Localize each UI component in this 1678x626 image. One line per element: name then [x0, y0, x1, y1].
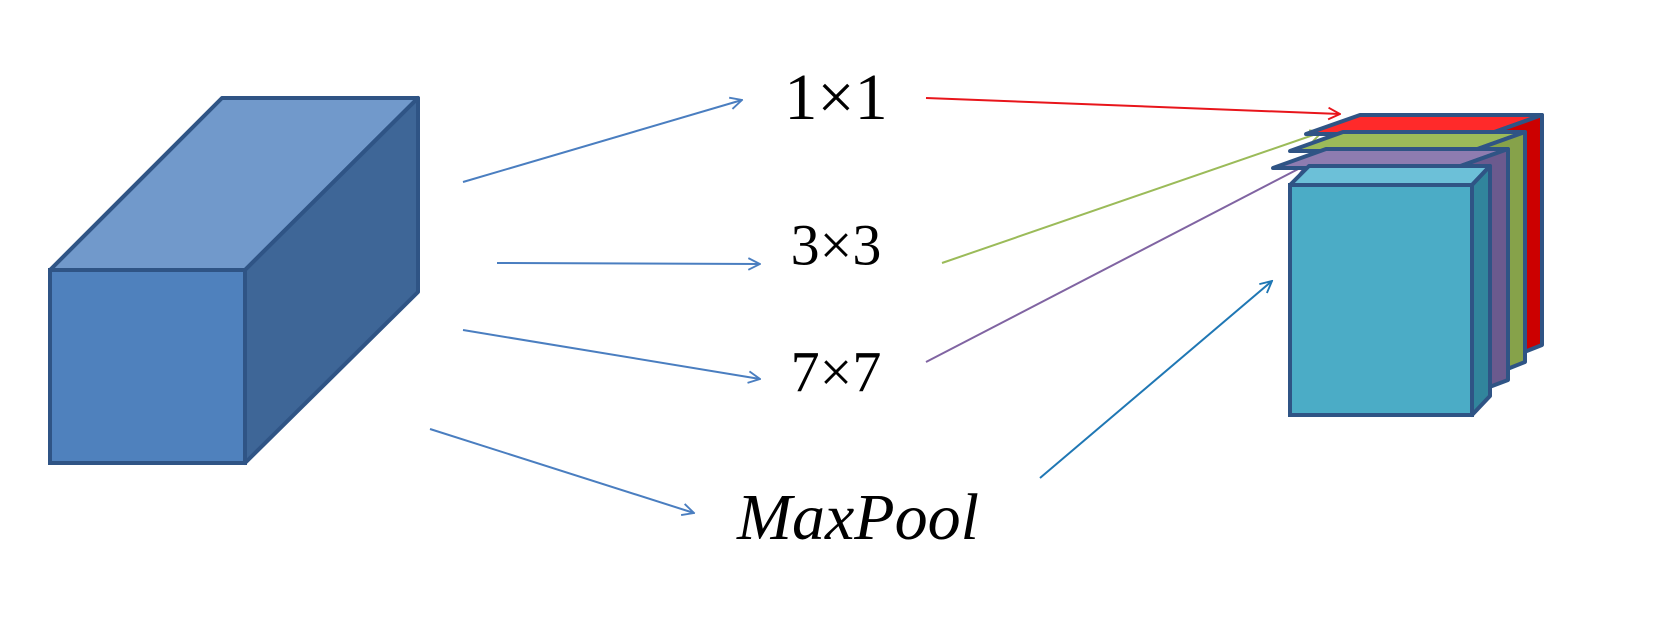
label-3x3: 3×3	[791, 212, 882, 277]
arrow-input-to-7x7	[462, 329, 760, 379]
label-maxpool: MaxPool	[736, 481, 979, 554]
arrow-input-to-1x1	[462, 100, 742, 183]
arrow-maxpool-to-output	[1039, 281, 1272, 479]
label-7x7: 7×7	[791, 339, 882, 404]
arrow-3x3-to-output	[941, 132, 1322, 264]
arrow-7x7-to-output	[925, 165, 1306, 363]
input-block-front-face	[48, 268, 247, 465]
arrow-input-to-3x3	[496, 263, 760, 264]
arrow-1x1-to-output	[925, 97, 1340, 114]
output-slice-cyan	[1288, 164, 1492, 417]
input-feature-block	[48, 96, 420, 465]
output-concatenated-block	[1271, 113, 1544, 417]
arrow-input-to-maxpool	[429, 428, 694, 513]
label-1x1: 1×1	[784, 61, 887, 134]
